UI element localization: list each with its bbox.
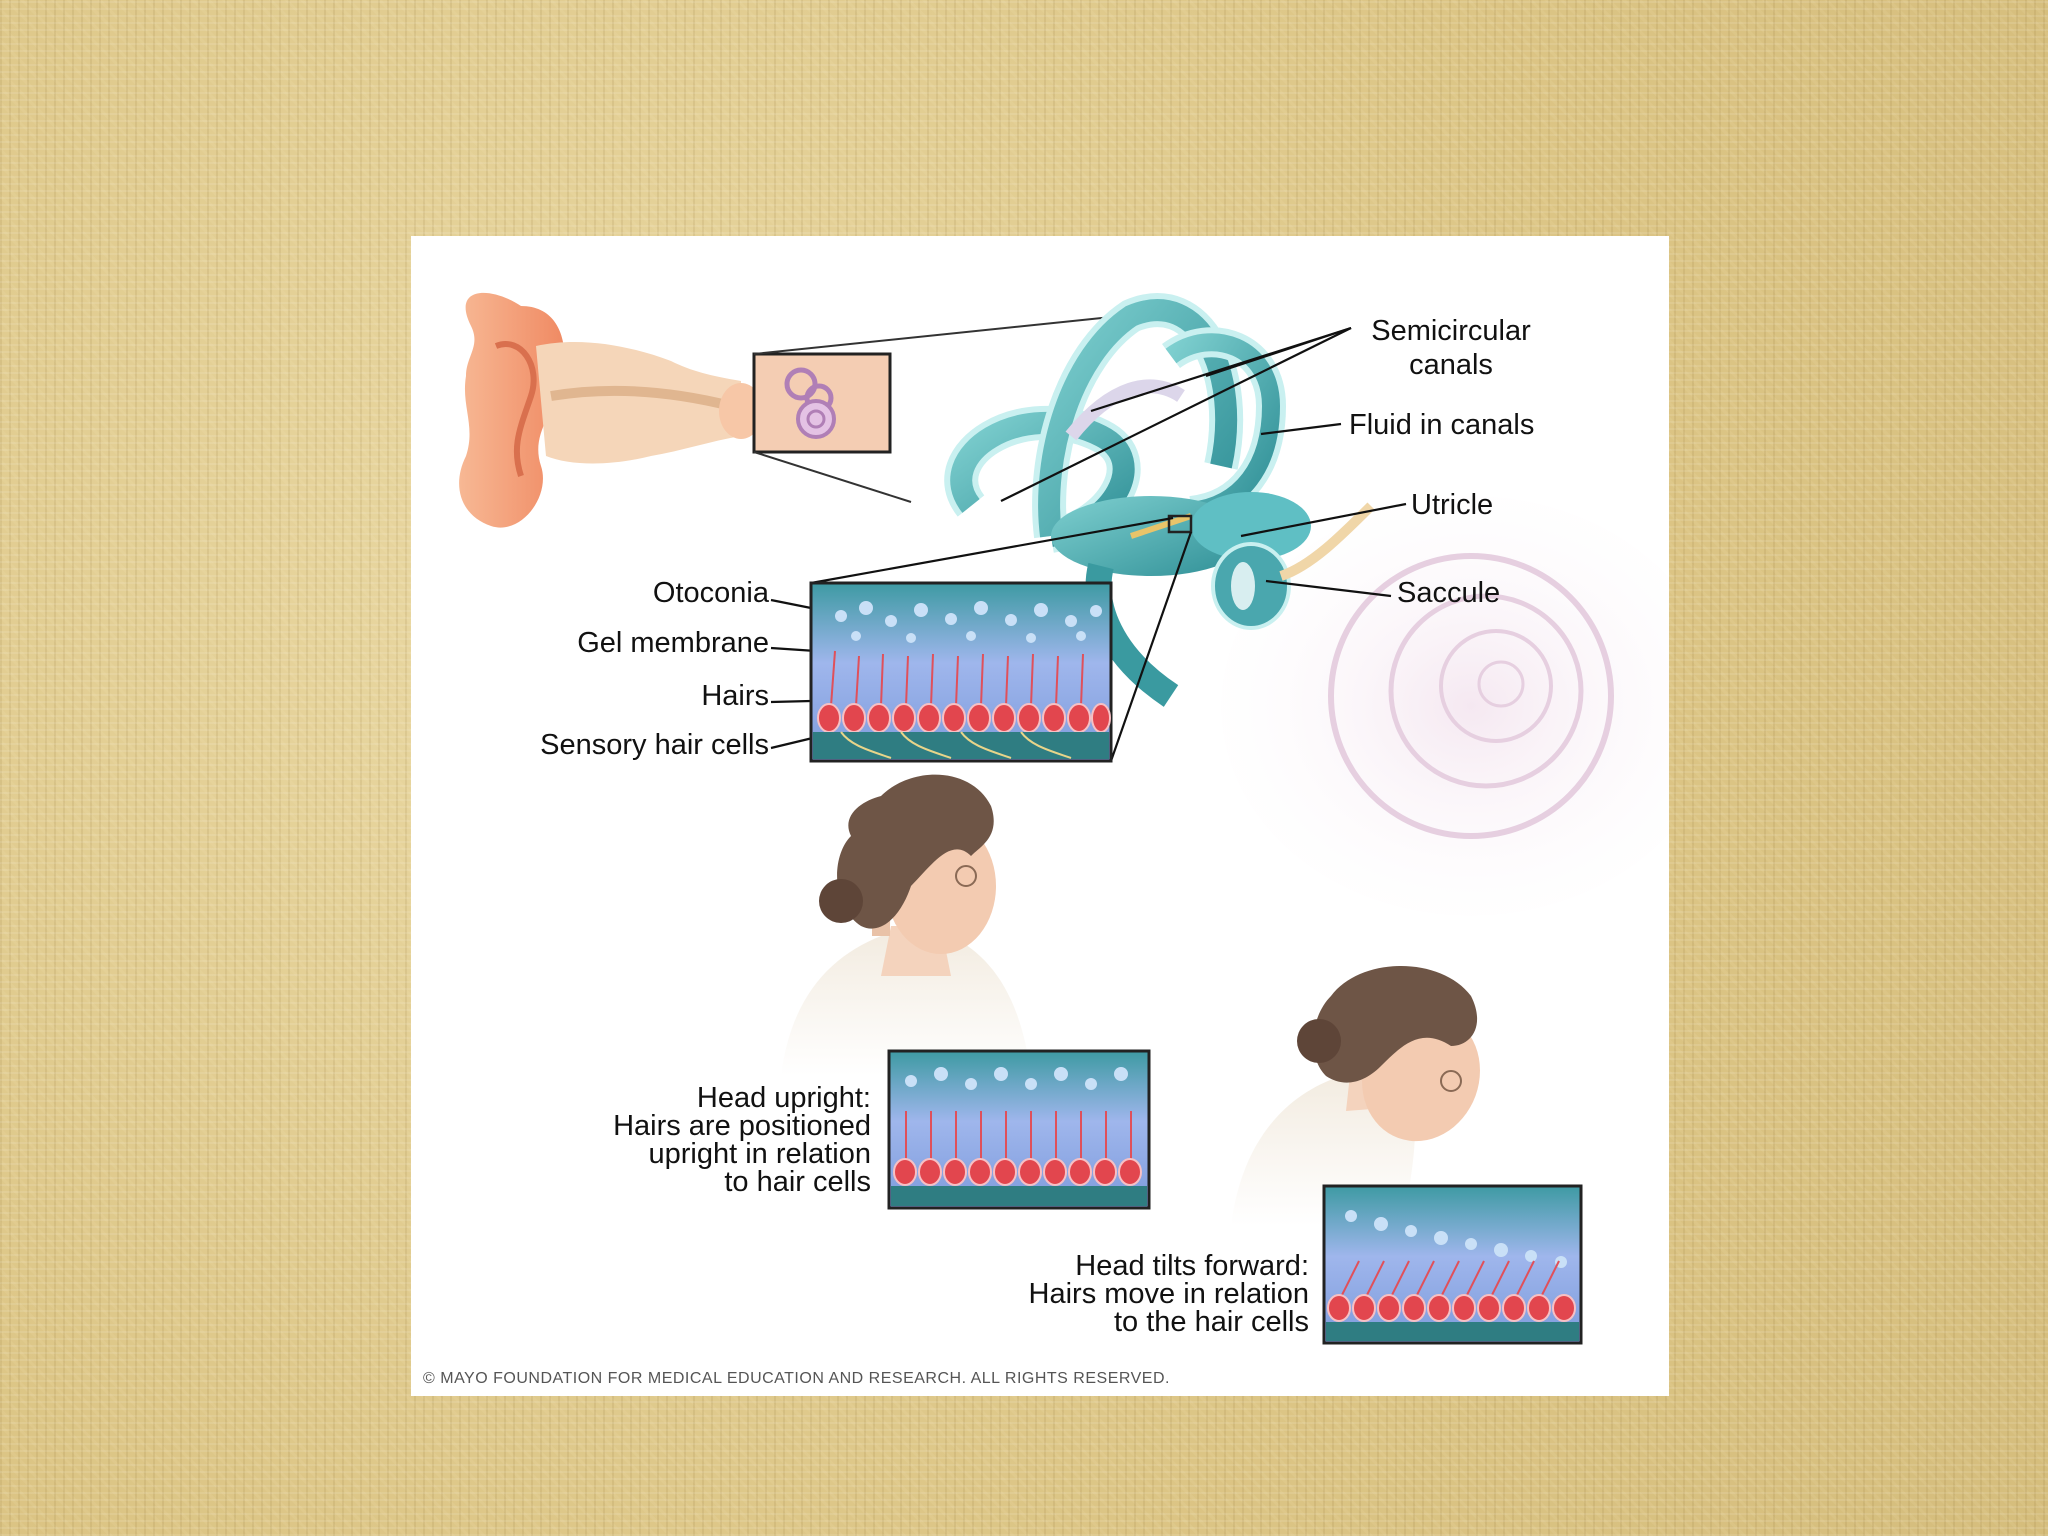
- label-semicircular-canals: Semicircular canals: [1351, 314, 1551, 382]
- label-fluid-in-canals: Fluid in canals: [1349, 409, 1535, 441]
- caption-upright-line1: Head upright:: [696, 1082, 871, 1114]
- caption-upright-line3: upright in relation: [648, 1138, 871, 1170]
- upright-hair-cells-inset: [887, 1049, 1151, 1210]
- caption-tilt-line1: Head tilts forward:: [1075, 1250, 1309, 1282]
- caption-upright-line2: Hairs are positioned: [613, 1110, 871, 1142]
- copyright-notice: © MAYO FOUNDATION FOR MEDICAL EDUCATION …: [423, 1370, 1170, 1387]
- macula-cross-section: [809, 581, 1113, 763]
- caption-tilt-line3: to the hair cells: [1113, 1306, 1309, 1338]
- caption-tilt-line2: Hairs move in relation: [1028, 1278, 1309, 1310]
- caption-head-tilts-forward: Head tilts forward: Hairs move in relati…: [871, 1250, 1309, 1338]
- diagram-artwork: [459, 292, 1669, 1345]
- cochleа-illustration: [1221, 496, 1669, 916]
- pointer-lines: [770, 326, 1407, 762]
- label-semicircular-line1: Semicircular: [1371, 315, 1531, 347]
- woman-upright-illustration: [781, 774, 1031, 1076]
- outer-ear-illustration: [459, 292, 763, 528]
- caption-head-upright: Head upright: Hairs are positioned uprig…: [471, 1082, 871, 1198]
- label-hairs: Hairs: [701, 680, 769, 712]
- label-utricle: Utricle: [1411, 489, 1494, 521]
- label-saccule: Saccule: [1397, 577, 1501, 609]
- label-gel-membrane: Gel membrane: [577, 627, 769, 659]
- label-otoconia: Otoconia: [652, 577, 769, 609]
- label-sensory-hair-cells: Sensory hair cells: [540, 729, 769, 761]
- caption-upright-line4: to hair cells: [724, 1166, 871, 1198]
- diagram-panel: Semicircular canals Fluid in canals Utri…: [411, 236, 1669, 1396]
- tilted-hair-cells-inset: [1322, 1184, 1583, 1345]
- label-semicircular-line2: canals: [1409, 349, 1493, 381]
- inner-ear-zoom-box: [752, 315, 1122, 503]
